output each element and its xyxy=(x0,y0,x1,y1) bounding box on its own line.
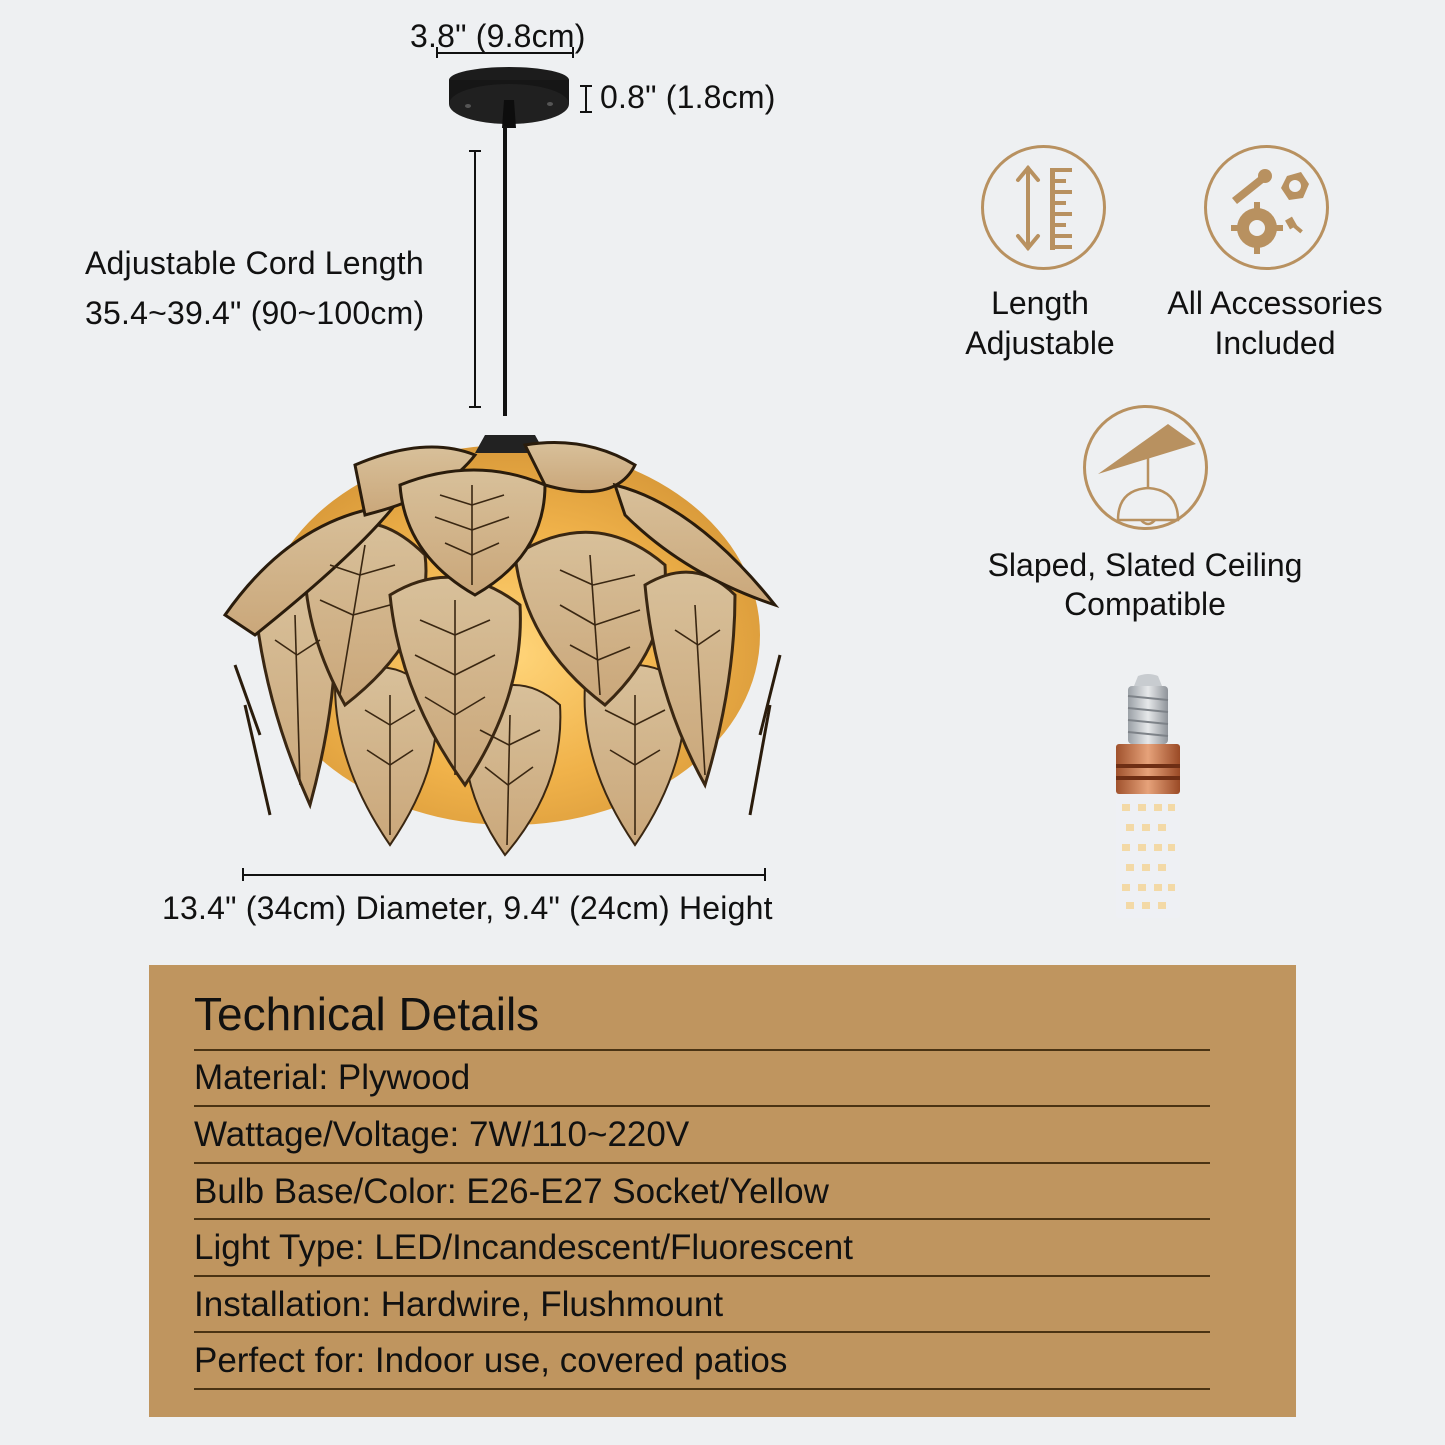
cord-length-line xyxy=(474,151,476,407)
divider xyxy=(194,1275,1210,1277)
ceiling-canopy xyxy=(446,66,572,128)
cord-length-value: 35.4~39.4" (90~100cm) xyxy=(85,295,425,331)
canopy-width-label: 3.8" (9.8cm) xyxy=(410,18,586,54)
divider xyxy=(194,1331,1210,1333)
spec-row-installation: Installation: Hardwire, Flushmount xyxy=(194,1285,724,1324)
cord-length-label: Adjustable Cord Length xyxy=(85,245,424,281)
feature-accessories-included: All Accessories Included xyxy=(1150,145,1400,365)
cord-length-cap-bottom xyxy=(469,406,481,408)
led-corn-bulb-image xyxy=(1110,672,1186,922)
divider xyxy=(194,1105,1210,1107)
feature-line2: Compatible xyxy=(1064,586,1226,622)
feature-line2: Adjustable xyxy=(965,325,1115,361)
feature-sloped-ceiling: Slaped, Slated Ceiling Compatible xyxy=(960,405,1330,625)
divider xyxy=(194,1162,1210,1164)
divider xyxy=(194,1218,1210,1220)
technical-details-panel: Technical Details Material: Plywood Watt… xyxy=(149,965,1296,1417)
spec-row-wattage: Wattage/Voltage: 7W/110~220V xyxy=(194,1115,690,1154)
shade-size-label: 13.4" (34cm) Diameter, 9.4" (24cm) Heigh… xyxy=(162,890,773,926)
diameter-cap-left xyxy=(242,868,244,881)
feature-line1: Length xyxy=(991,285,1089,321)
canopy-height-label: 0.8" (1.8cm) xyxy=(600,79,776,115)
diameter-line xyxy=(242,874,766,876)
feature-length-adjustable: Length Adjustable xyxy=(960,145,1125,365)
spec-row-light-type: Light Type: LED/Incandescent/Fluorescent xyxy=(194,1228,853,1267)
canopy-height-cap-bottom xyxy=(580,111,592,113)
cord-length-cap-top xyxy=(469,150,481,152)
canopy-width-line xyxy=(436,52,574,54)
canopy-width-cap-right xyxy=(572,47,574,58)
feature-line1: All Accessories xyxy=(1167,285,1383,321)
sloped-ceiling-lamp-icon xyxy=(1083,405,1208,530)
spec-row-bulb-base: Bulb Base/Color: E26-E27 Socket/Yellow xyxy=(194,1172,829,1211)
divider xyxy=(194,1049,1210,1051)
divider xyxy=(194,1388,1210,1390)
feature-line2: Included xyxy=(1214,325,1336,361)
diameter-cap-right xyxy=(764,868,766,881)
canopy-width-cap-left xyxy=(436,47,438,58)
technical-details-title: Technical Details xyxy=(194,988,540,1040)
feature-line1: Slaped, Slated Ceiling xyxy=(987,547,1303,583)
ruler-arrow-icon xyxy=(981,145,1106,270)
canopy-height-cap-top xyxy=(580,85,592,87)
canopy-height-line xyxy=(585,86,587,112)
leaf-pendant-lamp-image xyxy=(215,405,805,865)
hardware-accessories-icon xyxy=(1204,145,1329,270)
pendant-cord xyxy=(503,126,507,416)
spec-row-material: Material: Plywood xyxy=(194,1058,471,1097)
spec-row-perfect-for: Perfect for: Indoor use, covered patios xyxy=(194,1341,788,1380)
